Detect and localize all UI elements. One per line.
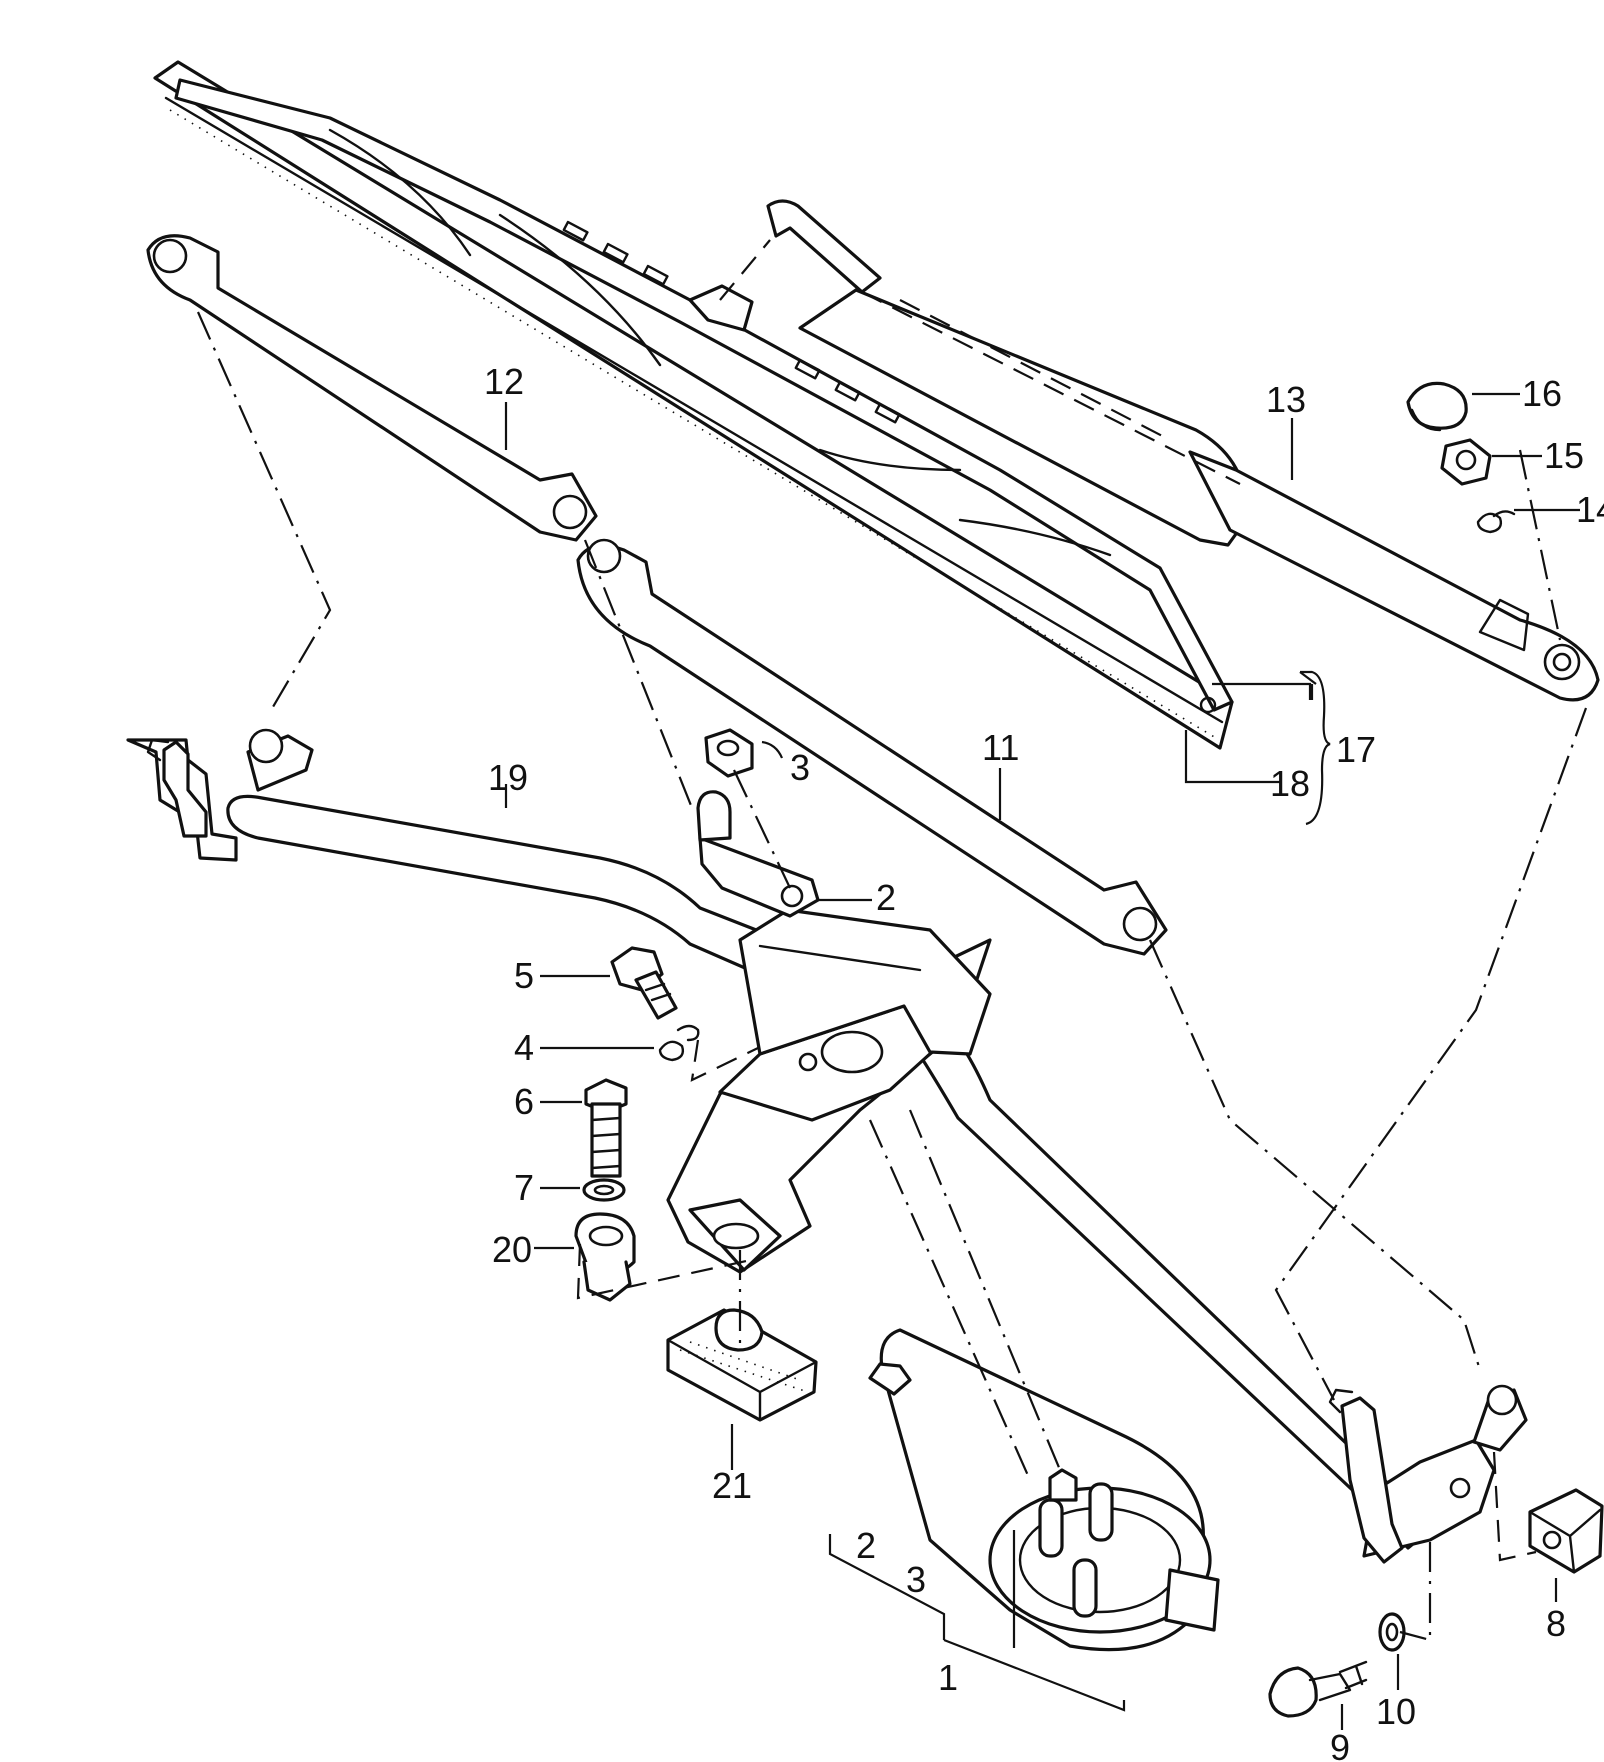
callout-3: 3	[790, 747, 810, 788]
callout-14: 14	[1576, 489, 1604, 530]
callout-2-motor-kit: 2	[856, 1525, 876, 1566]
spacer-8	[1528, 1488, 1604, 1574]
spring-washer-14	[1476, 510, 1516, 534]
connecting-rod-11	[576, 538, 1168, 956]
callout-11: 11	[982, 727, 1019, 768]
callout-8: 8	[1546, 1603, 1566, 1644]
callout-4: 4	[514, 1027, 534, 1068]
callout-17: 17	[1336, 729, 1376, 770]
callout-labels: 12 13 16 15 14 3 19 11 17 18 2 5 4 6 7 2…	[484, 361, 1604, 1762]
nut-3	[704, 728, 754, 778]
callout-18: 18	[1270, 763, 1310, 804]
damping-pad-21	[666, 1308, 818, 1422]
hex-bolt-6	[584, 1078, 628, 1178]
spring-washer-4	[658, 1024, 700, 1062]
callout-12: 12	[484, 361, 524, 402]
callout-2: 2	[876, 877, 896, 918]
callout-leaders	[504, 392, 1580, 1730]
callout-20: 20	[492, 1229, 532, 1270]
wiper-motor	[868, 1328, 1220, 1652]
callout-9: 9	[1330, 1727, 1350, 1762]
nut-15	[1440, 438, 1492, 486]
grommet-20	[574, 1212, 636, 1302]
callout-1: 1	[938, 1657, 958, 1698]
wiper-arm	[766, 199, 1600, 702]
cap-16	[1406, 381, 1468, 432]
callout-10: 10	[1376, 1691, 1416, 1732]
bolt-9	[1268, 1660, 1368, 1718]
callout-7: 7	[514, 1167, 534, 1208]
callout-21: 21	[712, 1465, 752, 1506]
callout-6: 6	[514, 1081, 534, 1122]
wiper-frame-19	[126, 728, 1528, 1564]
washer-10	[1378, 1612, 1406, 1652]
assembly-center-lines	[196, 239, 1588, 1642]
callout-3-motor-kit: 3	[906, 1559, 926, 1600]
callout-19: 19	[488, 757, 528, 798]
callout-16: 16	[1522, 373, 1562, 414]
connecting-rod-12	[146, 234, 598, 542]
washer-7	[582, 1178, 626, 1202]
wiper-blade	[153, 60, 1234, 750]
callout-13: 13	[1266, 379, 1306, 420]
crank-2	[696, 790, 820, 918]
callout-15: 15	[1544, 435, 1584, 476]
motor-mounting-bracket	[666, 908, 992, 1274]
callout-5: 5	[514, 955, 534, 996]
hex-bolt-5	[610, 946, 678, 1020]
